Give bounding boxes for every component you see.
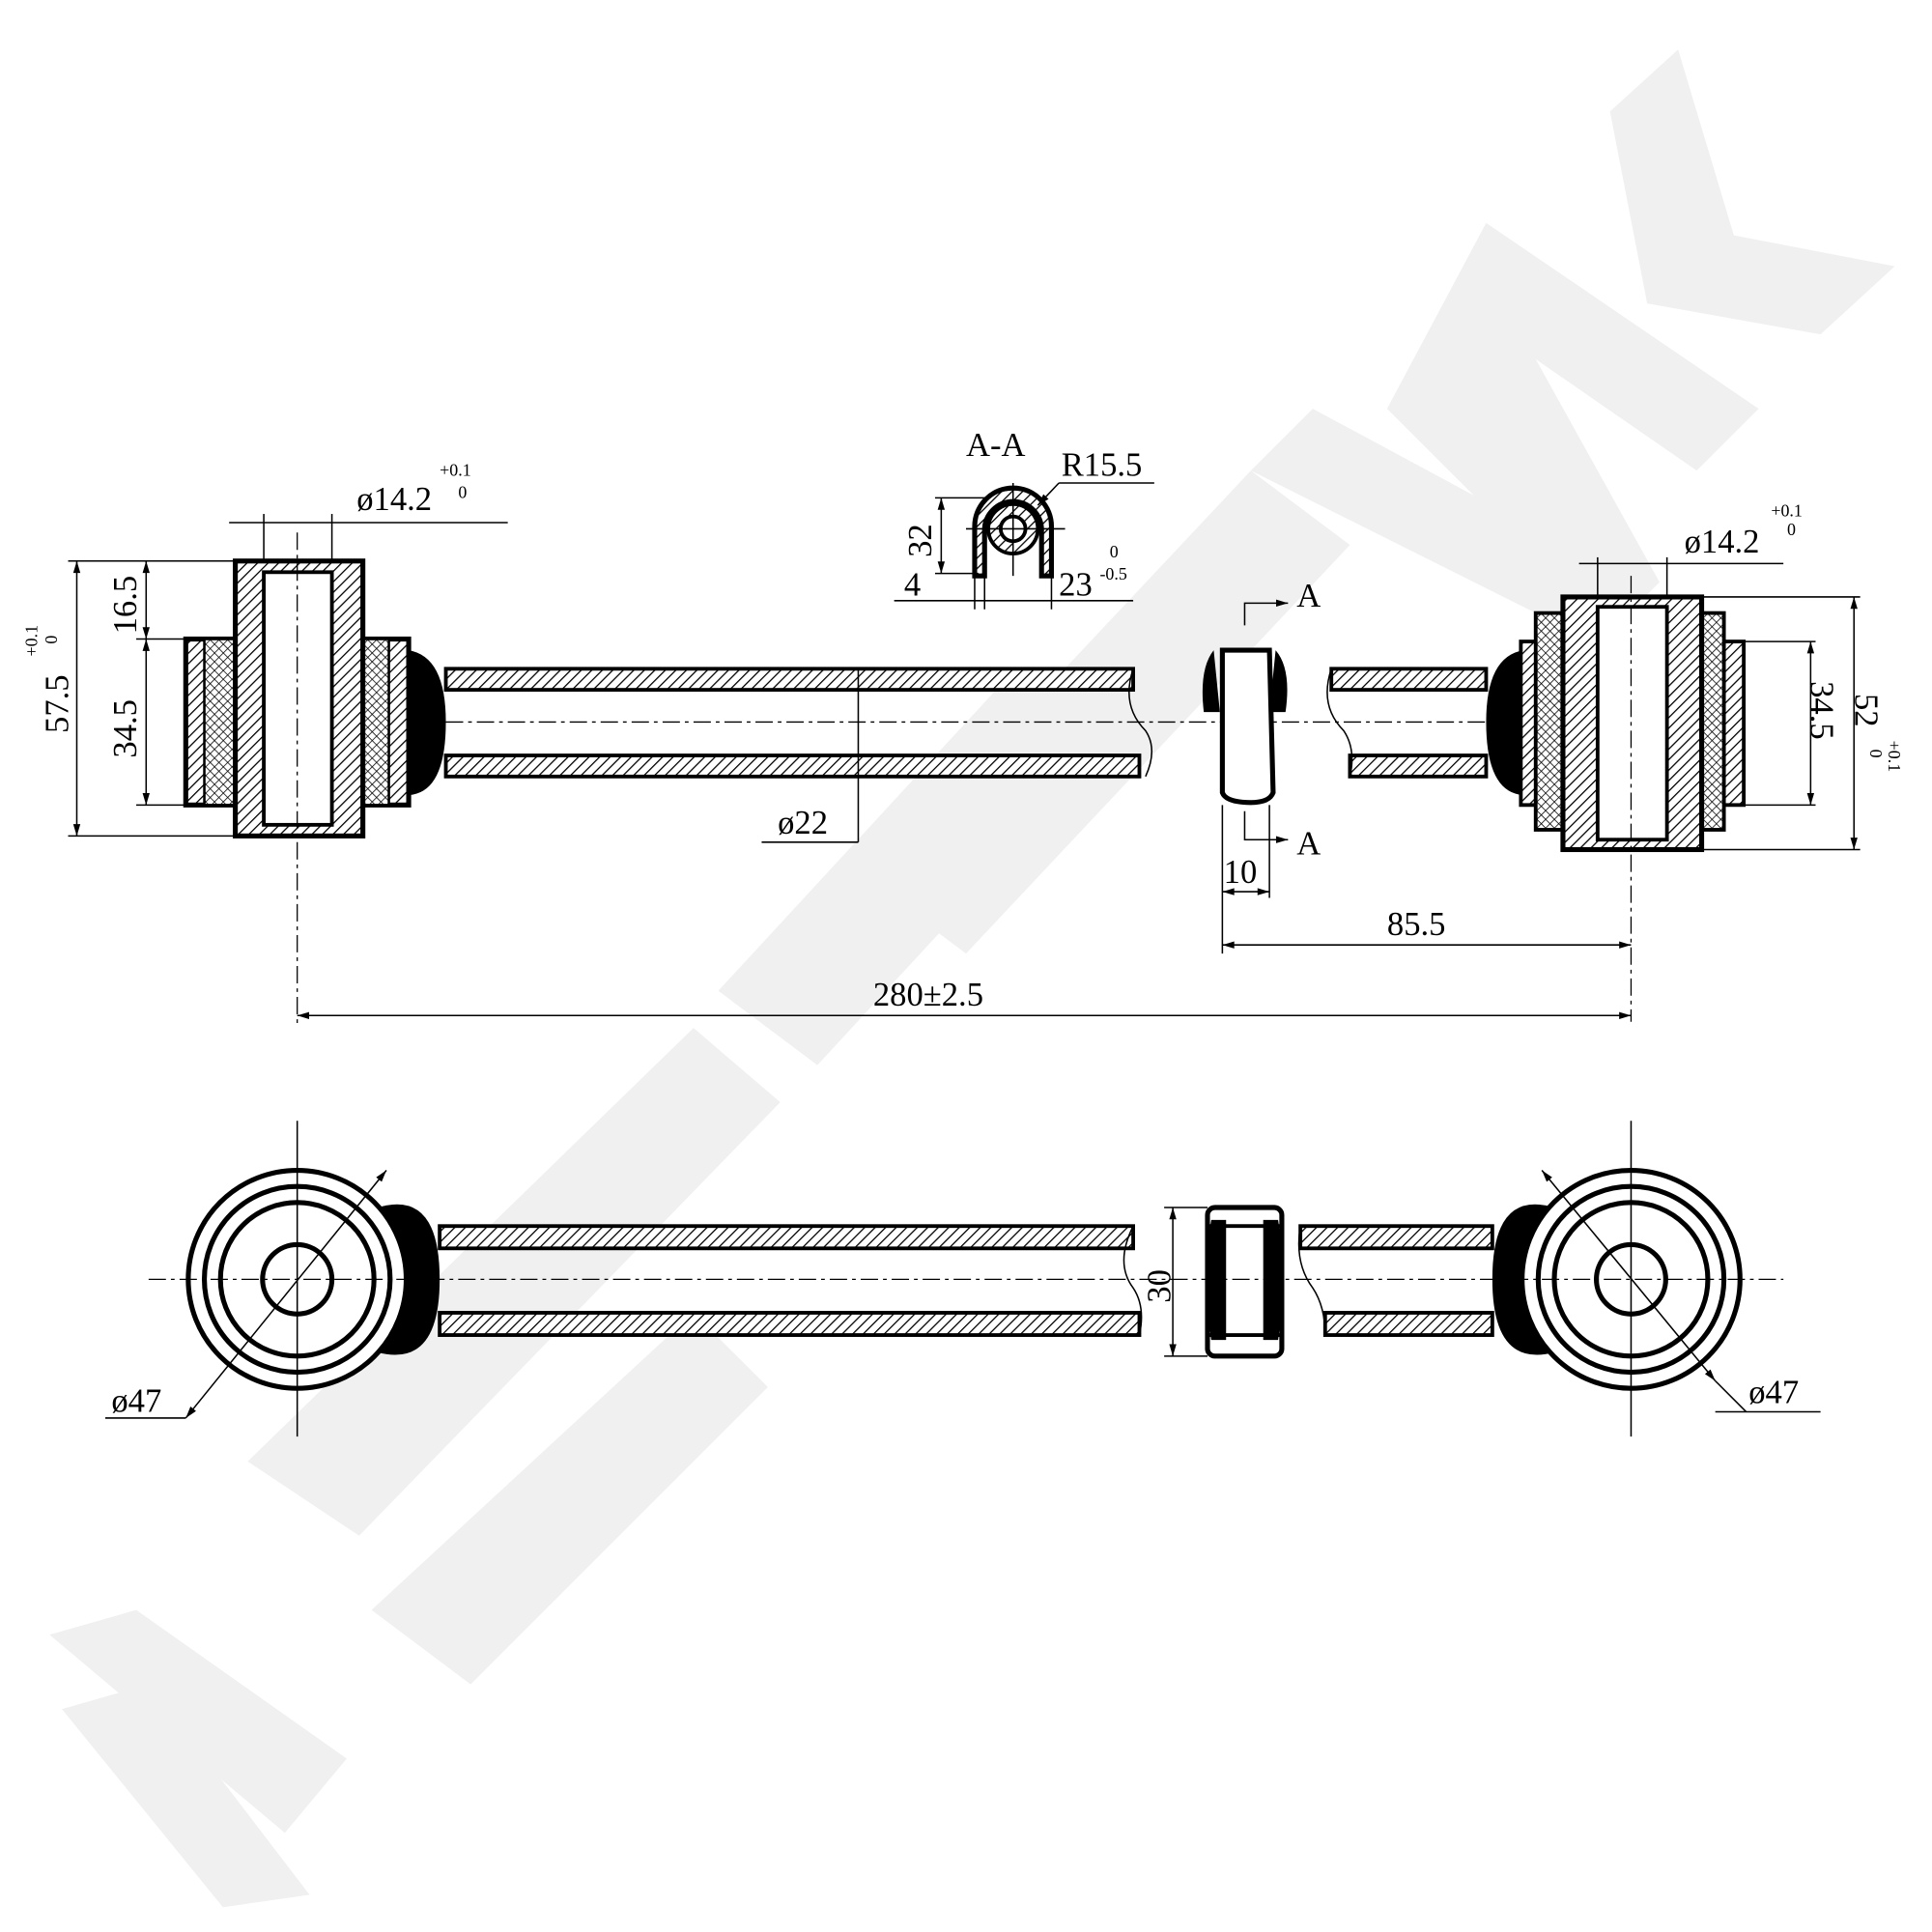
clamp-height-dim: 30: [1142, 1269, 1179, 1303]
section-a-a: [894, 482, 1154, 610]
right-inner-dim: 34.5: [1803, 681, 1839, 740]
overall-length-dim: 280±2.5: [873, 977, 983, 1013]
right-bore-tol-upper: +0.1: [1771, 501, 1803, 521]
left-eye-dia: ø47: [111, 1383, 161, 1420]
left-height-tol-lower: 0: [42, 636, 61, 644]
left-flange-dim: 16.5: [107, 576, 144, 635]
right-bore-tol-lower: 0: [1787, 520, 1796, 539]
section-mark-bottom: A: [1296, 826, 1321, 863]
section-width-tol-upper: 0: [1110, 542, 1119, 561]
section-mark-top: A: [1296, 578, 1321, 614]
right-height-tol-lower: 0: [1866, 750, 1886, 758]
bottom-view: [104, 1121, 1821, 1437]
watermark-logo: [49, 49, 1895, 1908]
left-height: 57.5: [40, 674, 76, 733]
left-bore-dia: ø14.2: [356, 481, 432, 518]
right-bore-dia: ø14.2: [1685, 524, 1760, 560]
section-width-tol-lower: -0.5: [1099, 564, 1126, 583]
right-eye-dia: ø47: [1748, 1375, 1799, 1411]
left-inner-dim: 34.5: [107, 699, 144, 758]
left-height-tol-upper: +0.1: [21, 625, 41, 657]
section-width: 23: [1059, 567, 1093, 604]
section-wall: 4: [904, 567, 921, 604]
section-radius: R15.5: [1062, 446, 1143, 483]
left-bore-tol-lower: 0: [458, 482, 467, 501]
rod-dia: ø22: [778, 805, 828, 841]
left-bushing-section: [183, 532, 412, 1029]
clamp-width-dim: 10: [1224, 854, 1258, 891]
section-label: A-A: [966, 427, 1026, 464]
right-height-tol-upper: +0.1: [1885, 741, 1904, 773]
right-height: 52: [1848, 694, 1885, 727]
left-bore-tol-upper: +0.1: [440, 460, 471, 479]
section-height: 32: [902, 524, 939, 557]
rod-top-view: [409, 650, 1523, 796]
top-view-dimensions: [68, 514, 1861, 1019]
clamp-top-view: [1202, 647, 1288, 806]
clamp-offset-dim: 85.5: [1387, 906, 1446, 943]
right-bushing-section: [1519, 576, 1747, 1022]
